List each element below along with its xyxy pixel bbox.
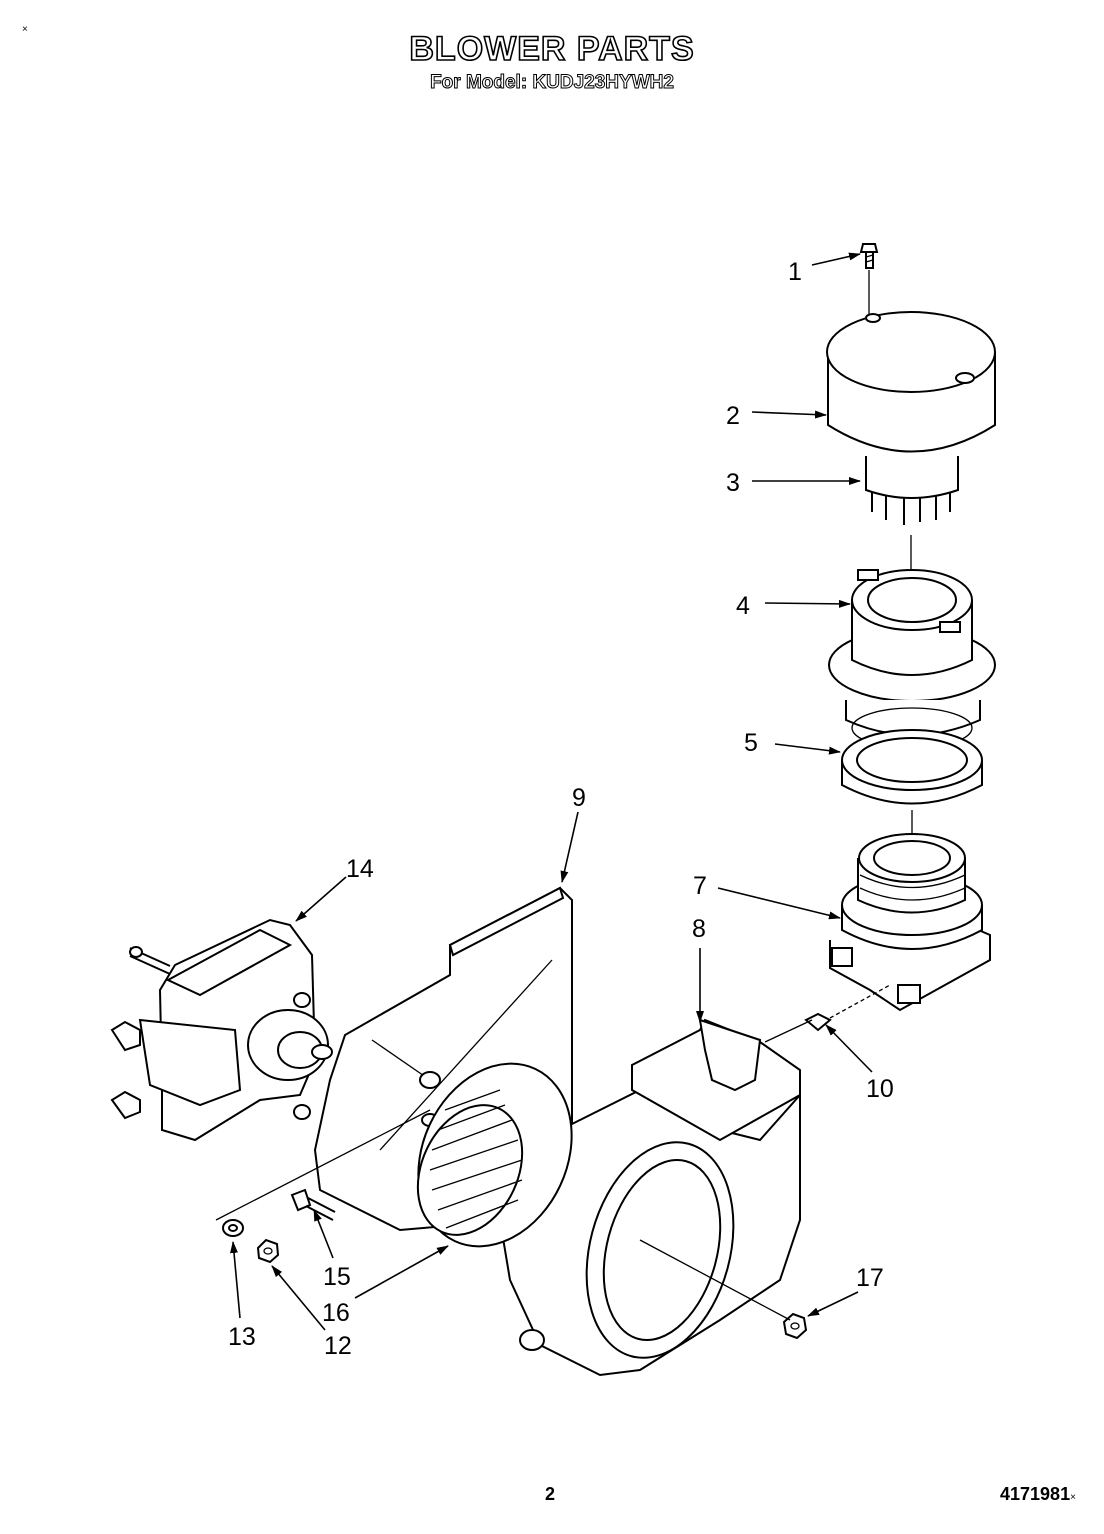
callout-1: 1	[788, 258, 802, 286]
callout-10: 10	[866, 1075, 894, 1103]
part-3-pin-base	[865, 456, 959, 600]
callout-13: 13	[228, 1323, 256, 1351]
leader-arrows	[230, 252, 873, 1331]
document-number-value: 4171981	[1000, 1484, 1071, 1504]
callout-8: 8	[692, 915, 706, 943]
part-13-washer	[222, 1219, 244, 1237]
callout-5: 5	[744, 729, 758, 757]
part-4-collar	[828, 569, 996, 749]
part-16-blower-wheel	[416, 1062, 573, 1248]
part-12-nut	[256, 1238, 280, 1264]
page-number: 2	[545, 1484, 556, 1504]
callout-2: 2	[726, 402, 740, 430]
corner-mark: ×	[22, 24, 28, 35]
part-17-nut	[782, 1312, 808, 1340]
part-8-blower-housing	[498, 1018, 801, 1377]
assembly-lines	[215, 1019, 813, 1321]
part-10-screw	[804, 984, 891, 1032]
callout-16: 16	[322, 1299, 350, 1327]
callout-3: 3	[726, 469, 740, 497]
document-number: 4171981×	[1000, 1484, 1076, 1505]
callout-9: 9	[572, 784, 586, 812]
callout-7: 7	[693, 872, 707, 900]
part-5-seal-ring	[841, 729, 983, 840]
callout-12: 12	[324, 1332, 352, 1360]
part-14-motor	[110, 918, 333, 1142]
callout-17: 17	[856, 1264, 884, 1292]
callout-15: 15	[323, 1263, 351, 1291]
document-number-suffix: ×	[1070, 1492, 1076, 1503]
part-15-stud-screw	[290, 1188, 336, 1221]
callout-14: 14	[346, 855, 374, 883]
model-subtitle: For Model: KUDJ23HYWH2	[430, 72, 675, 94]
callout-labels: 1 2 3 4 5 7 8 9 10 12 13 14 15 16 17	[228, 258, 894, 1360]
part-2-cover	[826, 311, 996, 453]
part-7-inlet-bracket	[829, 833, 991, 1012]
callout-4: 4	[736, 592, 750, 620]
part-1-screw	[859, 243, 879, 315]
page-title: BLOWER PARTS	[409, 29, 695, 69]
